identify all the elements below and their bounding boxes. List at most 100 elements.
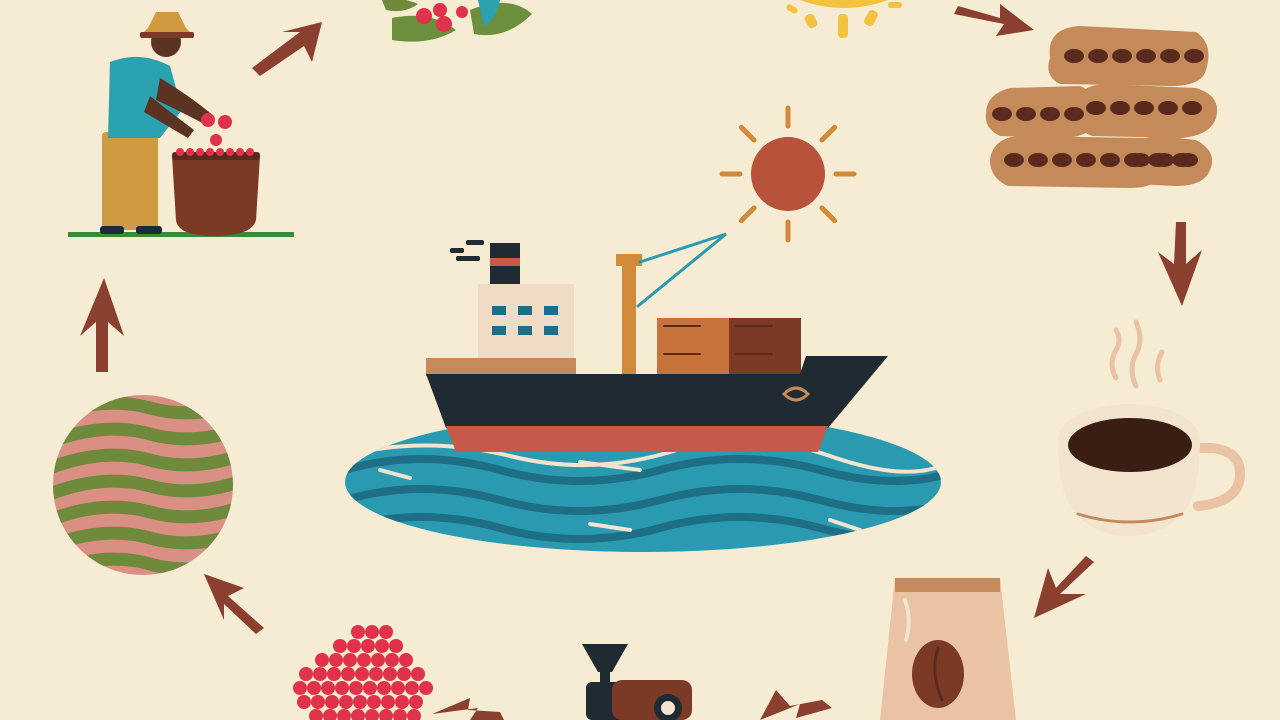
coffee-bean <box>1134 101 1154 115</box>
cabin-window <box>544 306 558 315</box>
cherry <box>335 681 349 695</box>
coffee-bean <box>1052 153 1072 167</box>
roaster-machine-icon <box>582 644 692 720</box>
cabin-window <box>544 326 558 335</box>
coffee-bean <box>1088 49 1108 63</box>
cherry <box>399 653 413 667</box>
cherry <box>391 681 405 695</box>
cabin-window <box>518 306 532 315</box>
cherry <box>329 653 343 667</box>
cherry <box>407 709 421 720</box>
coffee-bean <box>1178 153 1198 167</box>
field-stripe <box>53 442 233 478</box>
coffee-bean <box>1100 153 1120 167</box>
cherry <box>315 653 329 667</box>
cherry <box>321 681 335 695</box>
cycle-arrow-cup-to-bag <box>1034 556 1094 618</box>
cabin-window <box>492 306 506 315</box>
cherry <box>377 681 391 695</box>
cherry <box>365 709 379 720</box>
cherry <box>176 148 184 156</box>
coffee-farmer-icon <box>68 12 294 237</box>
coffee-bag-icon <box>880 578 1016 720</box>
cherry <box>196 148 204 156</box>
cherry <box>357 653 371 667</box>
coffee-bean <box>1136 49 1156 63</box>
coffee-bean <box>1076 153 1096 167</box>
cherry <box>297 695 311 709</box>
cycle-arrow-sun-to-sacks <box>954 4 1034 36</box>
coffee-bean <box>1112 49 1132 63</box>
cherry <box>347 639 361 653</box>
coffee-bean <box>992 107 1012 121</box>
cherry <box>299 667 313 681</box>
cherry <box>349 681 363 695</box>
field-stripe <box>53 494 233 530</box>
cherry <box>341 667 355 681</box>
coffee-bean <box>1040 107 1060 121</box>
cherry <box>327 667 341 681</box>
sun-ray <box>738 205 757 224</box>
cherry <box>313 667 327 681</box>
cabin-window <box>518 326 532 335</box>
cycle-arrow-bag-to-roaster <box>760 690 832 720</box>
cherry <box>206 148 214 156</box>
cherry <box>411 667 425 681</box>
cherry <box>186 148 194 156</box>
green-bean-sacks-icon <box>985 26 1218 188</box>
coffee-bean <box>1064 107 1084 121</box>
coffee-bean <box>1130 153 1150 167</box>
sun-drying-icon <box>786 0 902 38</box>
cherry <box>405 681 419 695</box>
cherry <box>311 695 325 709</box>
coffee-bean <box>1110 101 1130 115</box>
cherry <box>216 148 224 156</box>
cherry <box>323 709 337 720</box>
cherry <box>393 709 407 720</box>
cherry <box>379 709 393 720</box>
cycle-arrow-sacks-to-cup <box>1158 222 1202 306</box>
cherry <box>351 625 365 639</box>
cherry <box>395 695 409 709</box>
coffee-bean <box>1154 153 1174 167</box>
field-stripe <box>53 468 233 504</box>
sun-ray <box>819 205 838 224</box>
coffee-bean <box>1184 49 1204 63</box>
cherry <box>307 681 321 695</box>
coffee-bean <box>1064 49 1084 63</box>
coffee-bean <box>1182 101 1202 115</box>
cycle-arrow-farmer-to-plant <box>252 22 322 76</box>
cargo-ship-icon <box>345 232 941 552</box>
cherry <box>351 709 365 720</box>
coffee-cherries-plant-icon <box>382 0 532 42</box>
cherry <box>397 667 411 681</box>
cherry <box>369 667 383 681</box>
coffee-bean <box>1016 107 1036 121</box>
cherry <box>337 709 351 720</box>
cycle-arrow-roaster-to-cherries <box>432 698 504 720</box>
cherry <box>355 667 369 681</box>
cherry-pile-icon <box>293 625 433 720</box>
cherry <box>333 639 347 653</box>
coffee-field-globe-icon <box>53 395 233 575</box>
cherry <box>226 148 234 156</box>
cherry <box>365 625 379 639</box>
cherry <box>367 695 381 709</box>
cherry <box>339 695 353 709</box>
sun-ray <box>738 124 757 143</box>
cherry <box>385 653 399 667</box>
cherry <box>419 681 433 695</box>
cycle-arrow-globe-to-farmer <box>80 278 124 372</box>
cherry <box>309 709 323 720</box>
cherry <box>325 695 339 709</box>
cabin-window <box>492 326 506 335</box>
sun-icon <box>719 105 857 243</box>
cherry <box>246 148 254 156</box>
cherry <box>381 695 395 709</box>
coffee-bean <box>1158 101 1178 115</box>
cherry <box>353 695 367 709</box>
coffee-bean <box>1028 153 1048 167</box>
coffee-bean <box>1004 153 1024 167</box>
cherry <box>236 148 244 156</box>
